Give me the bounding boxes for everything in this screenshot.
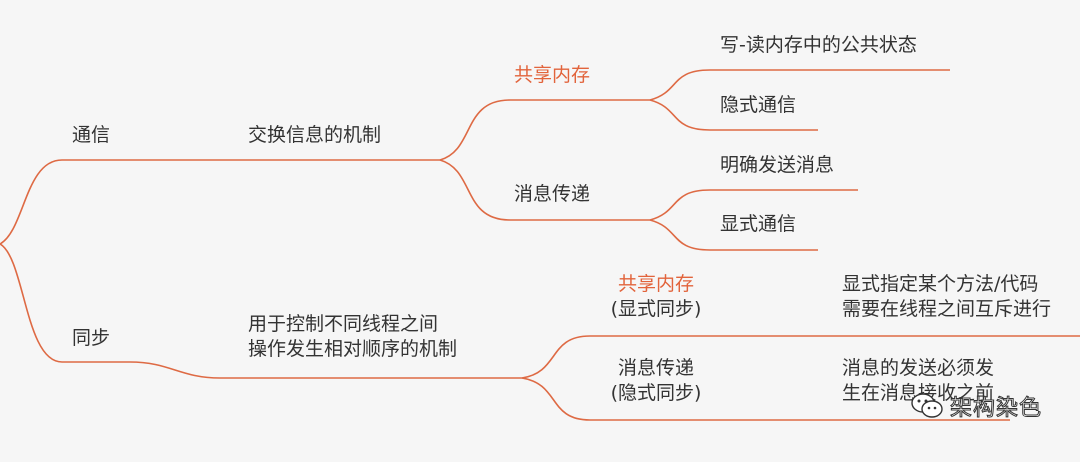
branch-comm-message <box>439 159 650 221</box>
sync-shared-label: 共享内存 <box>617 273 694 295</box>
node-comm-shared-memory: 共享内存 <box>514 64 591 86</box>
sync-shared-desc-line-2: 需要在线程之间互斥进行 <box>842 297 1052 320</box>
sync-message-label: 消息传递 <box>617 357 694 379</box>
sync-definition-line-2: 操作发生相对顺序的机制 <box>248 337 458 360</box>
leaf-shared-item-2: 隐式通信 <box>720 94 797 116</box>
branch-comm-shared <box>439 99 650 161</box>
branch-sync-shared <box>521 335 1080 379</box>
node-comm-message-passing: 消息传递 <box>514 183 591 205</box>
leaf-sync-shared-desc: 显式指定某个方法/代码 需要在线程之间互斥进行 <box>842 272 1051 321</box>
node-communication: 通信 <box>72 124 111 146</box>
node-communication-definition: 交换信息的机制 <box>248 124 382 146</box>
node-synchronization-definition: 用于控制不同线程之间 操作发生相对顺序的机制 <box>248 312 457 361</box>
sync-shared-sub: (显式同步) <box>610 297 702 320</box>
branch-message-item-1 <box>649 189 858 221</box>
watermark-text: 架构染色 <box>949 396 1042 422</box>
sync-message-desc-line-2: 生在消息接收之前 <box>842 381 995 404</box>
sync-definition-line-1: 用于控制不同线程之间 <box>248 313 439 335</box>
leaf-message-item-2: 显式通信 <box>720 213 797 235</box>
sync-message-desc-line-1: 消息的发送必须发 <box>842 357 995 379</box>
branch-shared-item-2 <box>649 99 818 131</box>
leaf-shared-item-1: 写-读内存中的公共状态 <box>720 34 917 56</box>
branch-shared-item-1 <box>649 69 950 101</box>
branch-sync-definition <box>129 361 522 379</box>
node-sync-shared-memory: 共享内存 (显式同步) <box>596 272 716 321</box>
sync-message-sub: (隐式同步) <box>610 381 702 404</box>
branch-root-communication <box>0 159 130 245</box>
branch-message-item-2 <box>649 219 818 251</box>
branch-sync-message <box>521 377 1010 421</box>
sync-shared-desc-line-1: 显式指定某个方法/代码 <box>842 273 1039 295</box>
leaf-sync-message-desc: 消息的发送必须发 生在消息接收之前 <box>842 356 994 405</box>
wechat-icon <box>911 393 943 418</box>
node-sync-message-passing: 消息传递 (隐式同步) <box>596 356 716 405</box>
branch-root-synchronization <box>0 243 130 363</box>
watermark: 架构染色 <box>910 390 1042 422</box>
leaf-message-item-1: 明确发送消息 <box>720 154 835 176</box>
node-synchronization: 同步 <box>72 327 111 349</box>
